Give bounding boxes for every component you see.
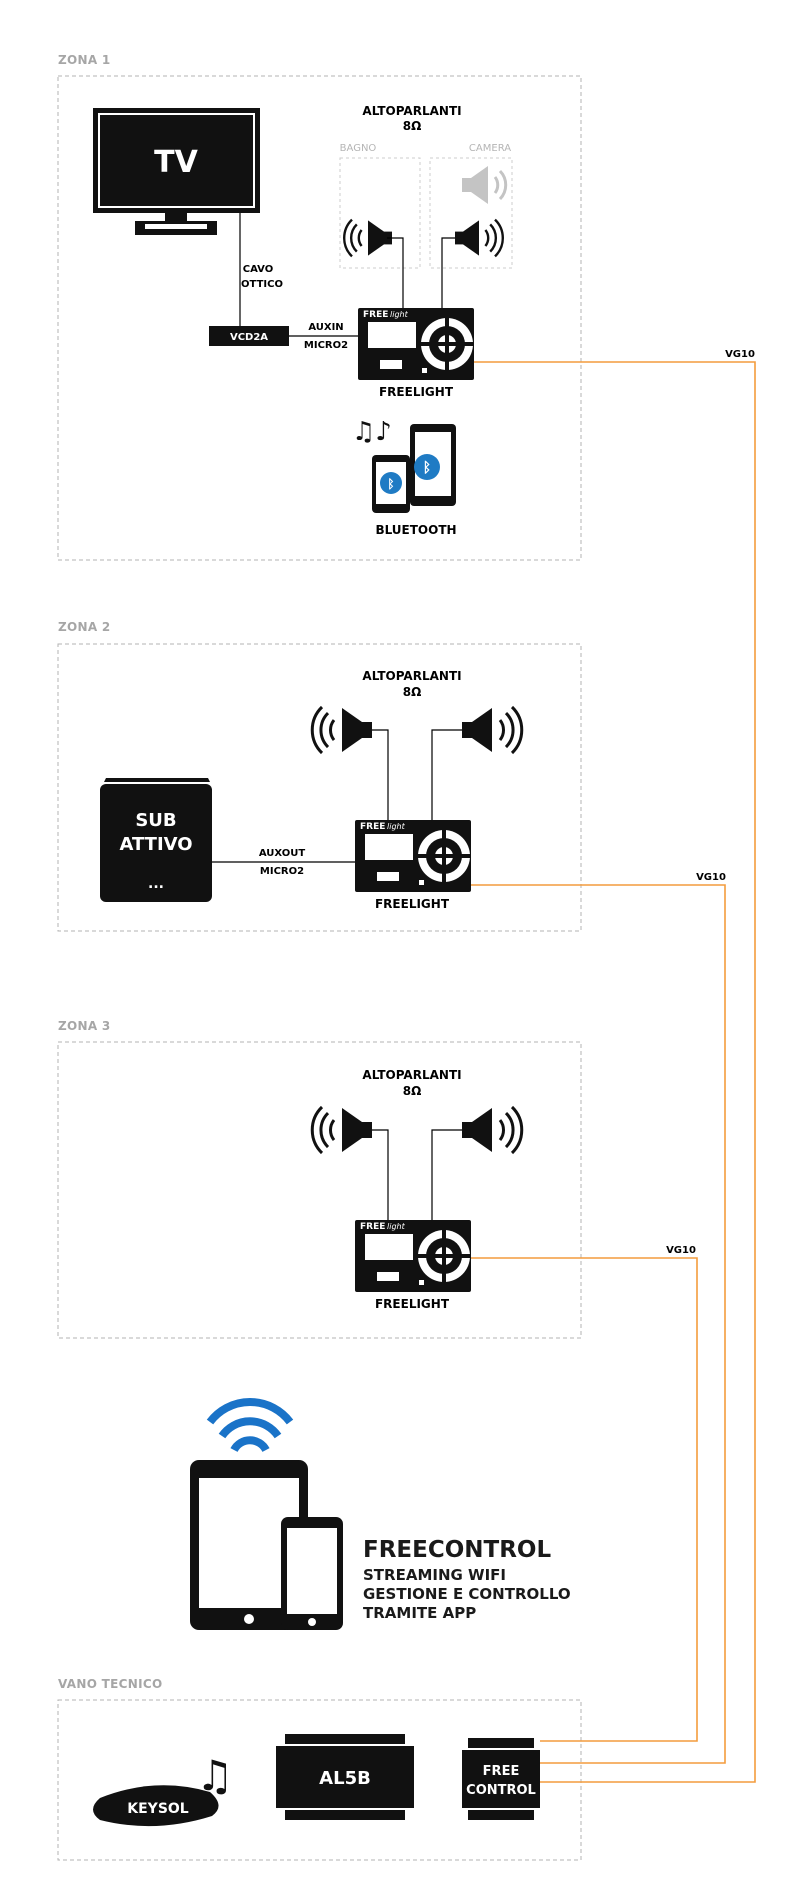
technical-room-box	[57, 1699, 582, 1861]
zone2-speaker-wire-right	[431, 729, 462, 822]
zone3-freelight-label: FREELIGHT	[375, 1297, 450, 1311]
tablet-phone-icon	[190, 1460, 343, 1630]
freecontrol-line2: GESTIONE E CONTROLLO	[363, 1585, 571, 1603]
zone3-speaker-right-icon	[460, 1105, 524, 1155]
bagno-speaker-icon	[342, 218, 394, 258]
zone2-freelight-logo-script: light	[387, 822, 406, 831]
vcd2a-converter	[209, 326, 289, 346]
camera-speaker-black-icon	[453, 218, 505, 258]
zone1-label: ZONA 1	[58, 53, 111, 67]
zone3-box	[57, 1041, 582, 1339]
freecontrol-line1: STREAMING WIFI	[363, 1566, 506, 1584]
zone1-freelight-label: FREELIGHT	[379, 385, 454, 399]
freecontrol-line3: TRAMITE APP	[363, 1604, 476, 1622]
zone1-speaker-wire-right	[441, 237, 455, 310]
auxin-label: AUXIN	[308, 322, 343, 333]
zone1-freelight-logo: FREE	[363, 310, 388, 320]
sub-label-2: ATTIVO	[119, 834, 192, 855]
vcd2a-label: VCD2A	[230, 332, 268, 343]
cable-label-1: CAVO	[243, 264, 273, 275]
svg-text:ᛒ: ᛒ	[423, 460, 431, 476]
tv-icon	[93, 108, 260, 235]
freecontrol-unit-label-2: CONTROL	[466, 1783, 536, 1798]
camera-label: CAMERA	[469, 143, 511, 154]
cable-label-2: OTTICO	[241, 279, 283, 290]
zone1-speakers-title: ALTOPARLANTI	[362, 104, 461, 118]
freecontrol-unit	[462, 1738, 540, 1820]
sub-label-1: SUB	[135, 810, 176, 831]
freecontrol-unit-label-1: FREE	[483, 1764, 520, 1779]
bagno-box	[339, 157, 421, 269]
camera-speaker-icon	[462, 166, 508, 204]
zone2-micro2-label: MICRO2	[260, 866, 304, 877]
keysol-label: KEYSOL	[127, 1801, 189, 1817]
zone3-freelight-logo-script: light	[387, 1222, 406, 1231]
zone1-speakers-ohm: 8Ω	[403, 119, 422, 133]
tv-label: TV	[154, 145, 198, 180]
vg10-label-zone1: VG10	[725, 349, 755, 360]
technical-room-label: VANO TECNICO	[58, 1677, 163, 1691]
micro2-label: MICRO2	[304, 340, 348, 351]
zone3-freelight-logo: FREE	[360, 1222, 385, 1232]
zone1-box	[57, 75, 582, 561]
music-notes-icon: ♫♪	[352, 417, 392, 447]
zone3-speaker-wire-right	[431, 1129, 462, 1222]
sub-dots: ...	[148, 876, 164, 892]
zone2-speakers-ohm: 8Ω	[403, 685, 422, 699]
keysol-device-icon	[93, 1785, 219, 1827]
vg10-label-zone3: VG10	[666, 1245, 696, 1256]
zone2-speaker-wire-left	[372, 729, 389, 822]
zone3-speakers-ohm: 8Ω	[403, 1084, 422, 1098]
zone2-freelight-logo: FREE	[360, 822, 385, 832]
zone2-speaker-right-icon	[460, 705, 524, 755]
zone2-label: ZONA 2	[58, 620, 111, 634]
bluetooth-devices-icon: ♫♪ ᛒ ᛒ	[352, 417, 456, 513]
sub-attivo-icon	[100, 778, 212, 902]
zone2-freelight-label: FREELIGHT	[375, 897, 450, 911]
bagno-label: BAGNO	[340, 143, 377, 154]
vg10-wire-zone2	[471, 884, 726, 1764]
zone3-label: ZONA 3	[58, 1019, 111, 1033]
wifi-icon	[206, 1398, 294, 1453]
al5b-label: AL5B	[319, 1768, 371, 1789]
zone1-speaker-wire-left	[387, 237, 404, 310]
vg10-wire-zone1	[474, 361, 756, 1783]
al5b-device	[276, 1734, 414, 1820]
auxout-label: AUXOUT	[259, 848, 306, 859]
vg10-wire-zone3	[471, 1257, 698, 1742]
zone1-freelight-logo-script: light	[390, 310, 409, 319]
vg10-label-zone2: VG10	[696, 872, 726, 883]
zone2-box	[57, 643, 582, 932]
bluetooth-label: BLUETOOTH	[375, 523, 456, 537]
svg-text:ᛒ: ᛒ	[387, 477, 394, 491]
freecontrol-title: FREECONTROL	[363, 1537, 551, 1563]
zone3-speaker-left-icon	[310, 1105, 374, 1155]
zone2-speaker-left-icon	[310, 705, 374, 755]
zone3-speaker-wire-left	[372, 1129, 389, 1222]
zone2-speakers-title: ALTOPARLANTI	[362, 669, 461, 683]
zone3-speakers-title: ALTOPARLANTI	[362, 1068, 461, 1082]
